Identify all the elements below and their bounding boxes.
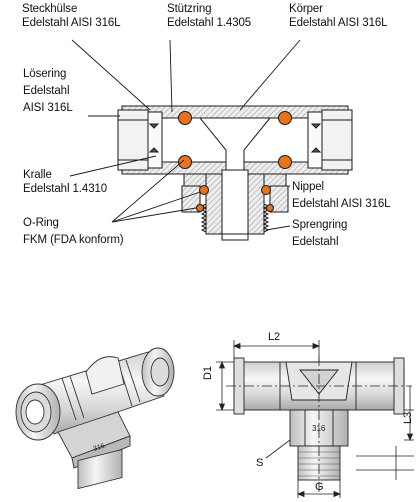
label-loesering-material-2: AISI 316L — [23, 102, 73, 114]
dimension-s: S — [256, 457, 264, 469]
o-ring-mark — [199, 185, 209, 195]
label-nippel: Nippel Edelstahl AISI 316L — [292, 179, 391, 213]
stamp-3d: 316 — [92, 443, 105, 453]
label-kralle-material: Edelstahl 1.4310 — [23, 183, 108, 195]
label-oring-name: O-Ring — [23, 217, 59, 229]
label-sprengring: Sprengring Edelstahl — [292, 217, 347, 251]
o-ring-mark — [278, 155, 292, 169]
label-oring: O-Ring FKM (FDA konform) — [23, 215, 124, 249]
dimension-lines — [216, 340, 414, 498]
dimension-g: G — [315, 481, 324, 493]
dimension-l2: L2 — [268, 331, 281, 343]
label-sprengring-name: Sprengring — [292, 219, 348, 231]
label-loesering-material-1: Edelstahl — [23, 85, 70, 97]
label-kralle-name: Kralle — [23, 169, 52, 181]
label-nippel-name: Nippel — [292, 181, 325, 193]
fitting-3d-view — [15, 347, 175, 490]
o-ring-mark — [278, 111, 292, 125]
label-loesering: Lösering Edelstahl AISI 316L — [23, 66, 73, 117]
label-oring-material: FKM (FDA konform) — [23, 234, 124, 246]
label-koerper-name: Körper — [289, 3, 323, 15]
leader-lines — [69, 39, 301, 231]
o-ring-mark — [266, 204, 274, 212]
label-nippel-material: Edelstahl AISI 316L — [292, 198, 391, 210]
o-ring-mark — [261, 185, 271, 195]
label-koerper-material: Edelstahl AISI 316L — [289, 17, 388, 29]
o-ring-mark — [178, 111, 192, 125]
cross-section — [117, 105, 353, 241]
o-ring-mark — [196, 204, 204, 212]
o-rings — [178, 111, 292, 212]
label-steckhuelse: Steckhülse Edelstahl AISI 316L — [22, 2, 121, 30]
dimension-d1: D1 — [202, 366, 214, 380]
label-steckhuelse-material: Edelstahl AISI 316L — [22, 17, 121, 29]
dimension-l3: L3 — [402, 411, 414, 424]
label-loesering-name: Lösering — [23, 68, 67, 80]
label-koerper: Körper Edelstahl AISI 316L — [289, 2, 388, 30]
label-sprengring-material: Edelstahl — [292, 236, 339, 248]
label-kralle: Kralle Edelstahl 1.4310 — [23, 168, 107, 196]
label-steckhuelse-name: Steckhülse — [22, 3, 78, 15]
label-stuetzring: Stützring Edelstahl 1.4305 — [167, 2, 251, 30]
o-ring-mark — [178, 155, 192, 169]
right-collet — [321, 109, 353, 171]
label-stuetzring-material: Edelstahl 1.4305 — [167, 17, 252, 29]
label-stuetzring-name: Stützring — [167, 3, 212, 15]
